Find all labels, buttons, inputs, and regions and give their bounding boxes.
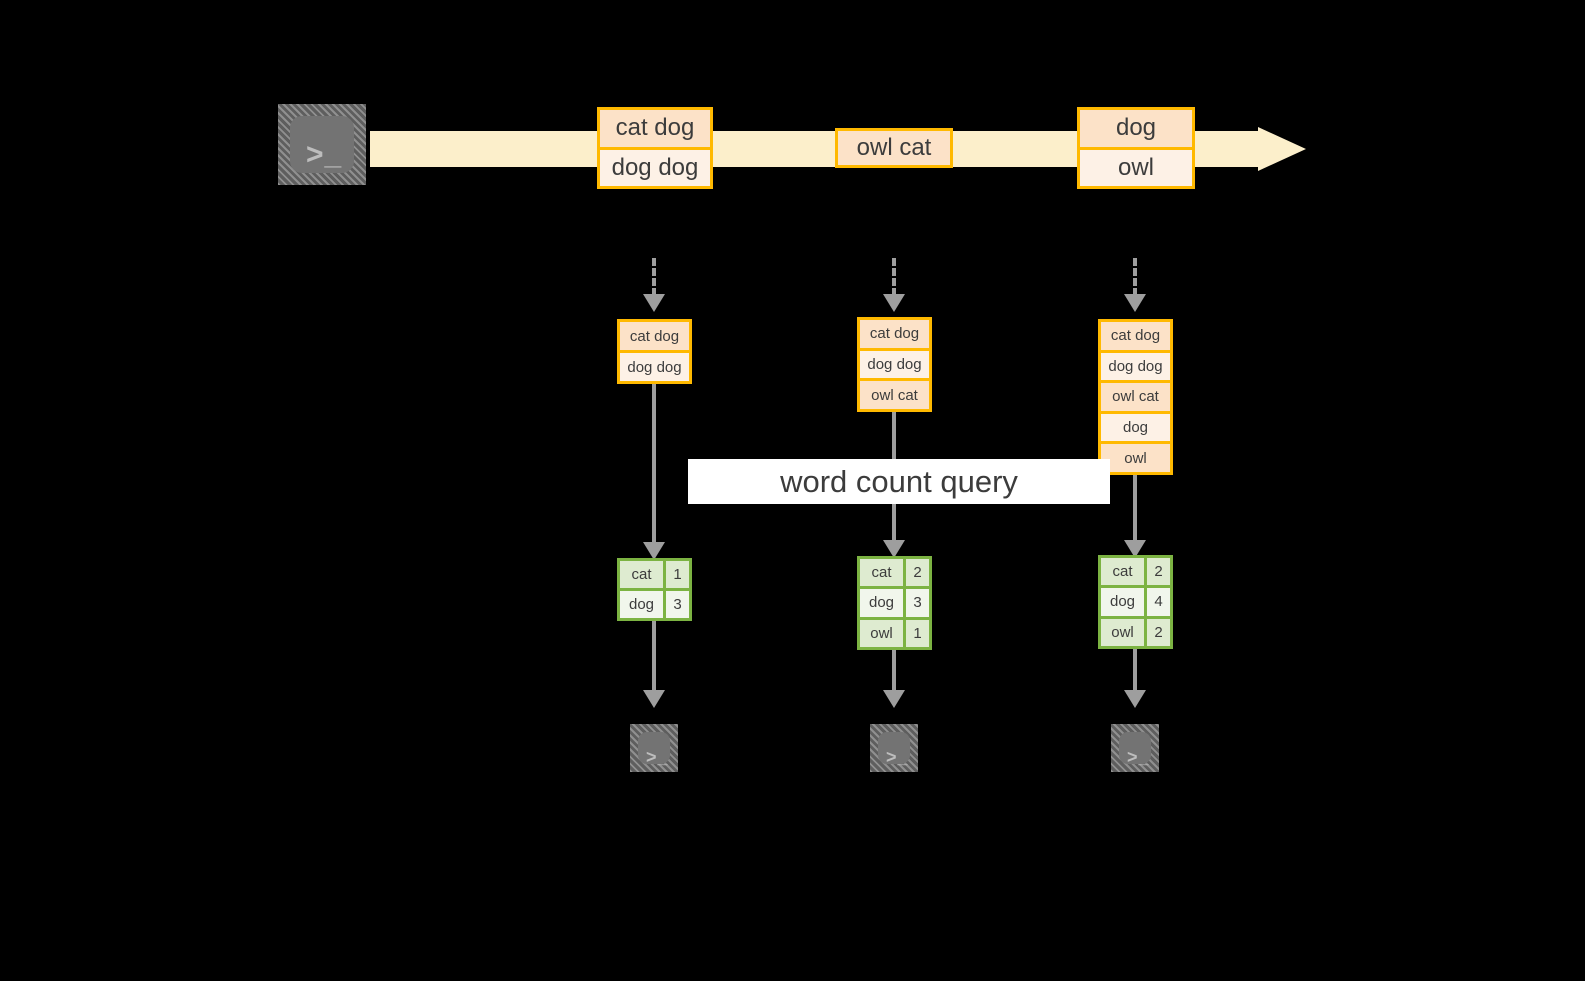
stream-event-row: cat dog: [600, 110, 710, 147]
snapshot-input-row: owl cat: [1101, 380, 1170, 411]
snapshot-3-sink-terminal-icon: >_: [1099, 712, 1171, 784]
snapshot-input-row: cat dog: [620, 322, 689, 350]
snapshot-1-inbound-arrowhead: [643, 294, 665, 312]
snapshot-2-dashed-connector: [892, 258, 896, 296]
snapshot-input-row: cat dog: [1101, 322, 1170, 350]
stream-event-3: dog owl: [1077, 107, 1195, 189]
result-count-cell: 1: [906, 619, 929, 647]
snapshot-2-result-table: cat 2 dog 3 owl 1: [857, 556, 932, 650]
terminal-body: [290, 116, 354, 173]
terminal-body: [878, 732, 910, 764]
table-row: owl 1: [860, 616, 929, 647]
snapshot-1-result-table: cat 1 dog 3: [617, 558, 692, 621]
snapshot-3-input-box: cat dog dog dog owl cat dog owl: [1098, 319, 1173, 475]
snapshot-3-result-arrowhead: [1124, 540, 1146, 558]
result-word-cell: owl: [1101, 618, 1147, 646]
result-word-cell: dog: [860, 589, 906, 617]
snapshot-2-result-arrowhead: [883, 540, 905, 558]
result-word-cell: cat: [620, 561, 666, 588]
snapshot-input-row: dog dog: [1101, 349, 1170, 381]
table-row: cat 1: [620, 561, 689, 588]
snapshot-input-row: owl cat: [860, 378, 929, 410]
stream-event-1: cat dog dog dog: [597, 107, 713, 189]
stream-event-row: owl cat: [838, 131, 950, 165]
snapshot-input-row: dog: [1101, 410, 1170, 442]
snapshot-3-result-table: cat 2 dog 4 owl 2: [1098, 555, 1173, 649]
table-row: dog 4: [1101, 585, 1170, 616]
result-word-cell: dog: [620, 591, 666, 618]
snapshot-input-row: owl: [1101, 441, 1170, 472]
snapshot-1-sink-connector: [652, 621, 656, 697]
snapshot-1-query-connector: [652, 384, 656, 550]
snapshot-3-inbound-arrowhead: [1124, 294, 1146, 312]
result-count-cell: 2: [1147, 558, 1170, 586]
terminal-prompt-glyph: >_: [306, 138, 343, 171]
stream-event-row: dog: [1080, 110, 1192, 147]
terminal-body: [1119, 732, 1151, 764]
result-count-cell: 3: [666, 591, 689, 618]
stream-event-2: owl cat: [835, 128, 953, 168]
result-count-cell: 4: [1147, 588, 1170, 616]
terminal-body: [638, 732, 670, 764]
snapshot-2-sink-connector: [892, 650, 896, 698]
snapshot-3-query-connector: [1133, 475, 1137, 548]
snapshot-input-row: dog dog: [620, 350, 689, 381]
arrow-right-icon: [1258, 127, 1306, 171]
snapshot-1-result-arrowhead: [643, 542, 665, 560]
snapshot-2-sink-terminal-icon: >_: [858, 712, 930, 784]
result-word-cell: dog: [1101, 588, 1147, 616]
snapshot-1-sink-terminal-icon: >_: [618, 712, 690, 784]
snapshot-1-input-box: cat dog dog dog: [617, 319, 692, 384]
result-count-cell: 2: [906, 559, 929, 587]
snapshot-3-sink-arrowhead: [1124, 690, 1146, 708]
snapshot-2-inbound-arrowhead: [883, 294, 905, 312]
result-count-cell: 1: [666, 561, 689, 588]
stream-event-row: dog dog: [600, 146, 710, 186]
snapshot-2-input-box: cat dog dog dog owl cat: [857, 317, 932, 412]
terminal-prompt-glyph: >_: [646, 747, 669, 767]
source-terminal-icon: >_: [266, 92, 378, 197]
terminal-prompt-glyph: >_: [1127, 747, 1150, 767]
result-count-cell: 2: [1147, 618, 1170, 646]
table-row: owl 2: [1101, 615, 1170, 646]
result-count-cell: 3: [906, 589, 929, 617]
terminal-prompt-glyph: >_: [886, 747, 909, 767]
result-word-cell: cat: [860, 559, 906, 587]
snapshot-1-sink-arrowhead: [643, 690, 665, 708]
snapshot-input-row: dog dog: [860, 347, 929, 379]
table-row: dog 3: [620, 588, 689, 618]
query-label: word count query: [688, 459, 1110, 504]
snapshot-1-dashed-connector: [652, 258, 656, 296]
table-row: dog 3: [860, 586, 929, 617]
result-word-cell: cat: [1101, 558, 1147, 586]
snapshot-input-row: cat dog: [860, 320, 929, 348]
snapshot-2-sink-arrowhead: [883, 690, 905, 708]
table-row: cat 2: [1101, 558, 1170, 586]
result-word-cell: owl: [860, 619, 906, 647]
stream-event-row: owl: [1080, 146, 1192, 186]
snapshot-3-dashed-connector: [1133, 258, 1137, 296]
snapshot-3-sink-connector: [1133, 649, 1137, 698]
table-row: cat 2: [860, 559, 929, 587]
